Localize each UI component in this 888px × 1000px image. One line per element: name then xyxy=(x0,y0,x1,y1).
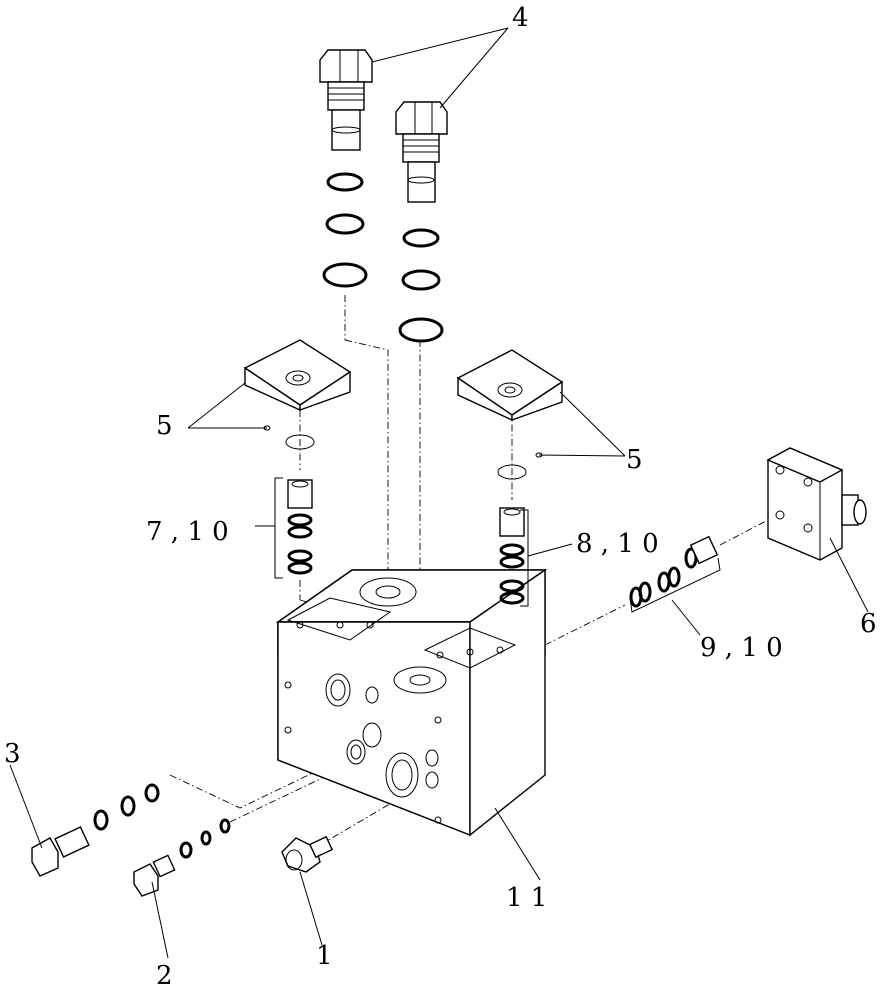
callout-8-10: 8 , 1 0 xyxy=(576,529,659,559)
callout-9-10: 9 , 1 0 xyxy=(700,633,783,663)
leader-lines xyxy=(9,27,869,959)
side-valve-6 xyxy=(766,447,867,561)
callout-7-10: 7 , 1 0 xyxy=(146,517,229,547)
callout-4: 4 xyxy=(512,3,529,33)
cover-left xyxy=(243,339,352,412)
callout-5-right: 5 xyxy=(626,445,643,475)
cartridge-seals xyxy=(322,172,444,343)
callout-2: 2 xyxy=(156,961,173,991)
callout-11: 1 1 xyxy=(506,883,547,913)
side-valve-parts xyxy=(629,535,719,608)
cover-right xyxy=(456,349,564,422)
plug-3 xyxy=(31,783,160,877)
valve-block xyxy=(275,568,548,837)
fitting-1 xyxy=(281,835,334,873)
callout-5-left: 5 xyxy=(156,411,173,441)
brackets xyxy=(274,477,721,613)
small-seals xyxy=(263,425,543,480)
callout-labels: 4 5 5 7 , 1 0 8 , 1 0 9 , 1 0 6 1 1 3 2 … xyxy=(4,3,877,991)
cartridge-right xyxy=(395,101,448,203)
cartridge-left xyxy=(319,49,373,151)
callout-1: 1 xyxy=(316,941,333,971)
plug-2 xyxy=(133,818,231,897)
callout-6: 6 xyxy=(860,609,877,639)
check-valve-right xyxy=(499,507,525,605)
check-valve-left xyxy=(287,479,313,575)
callout-3: 3 xyxy=(4,739,21,769)
